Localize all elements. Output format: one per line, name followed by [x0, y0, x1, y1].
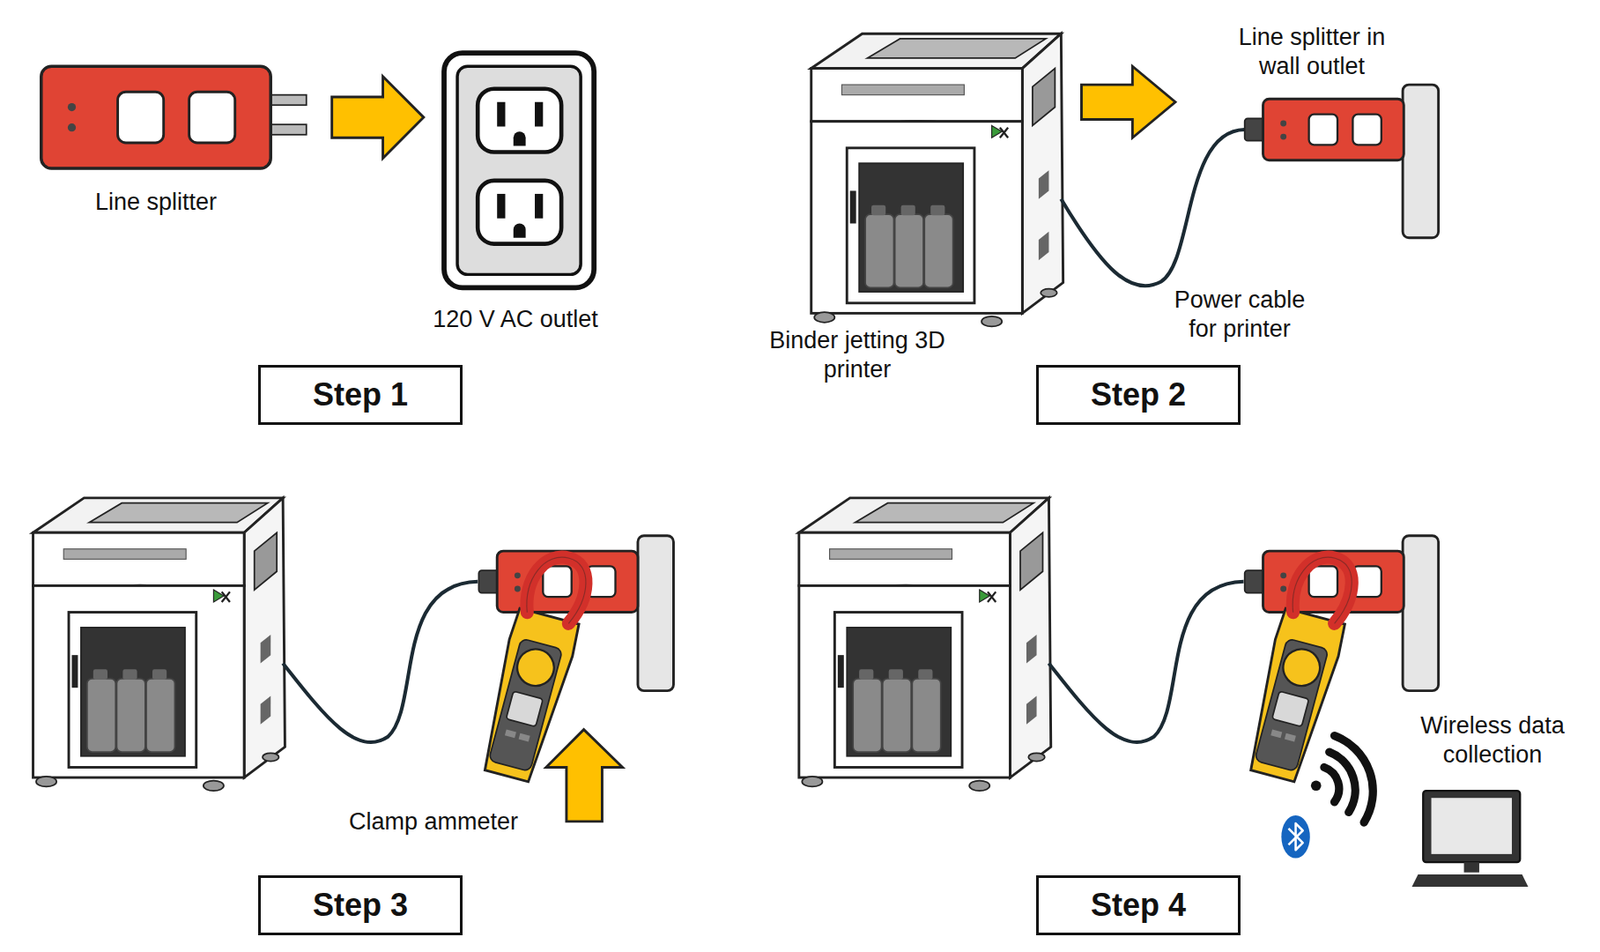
power-cable [1060, 129, 1245, 286]
wall-outlet [534, 193, 543, 219]
computer-icon [1464, 861, 1480, 873]
computer-icon [1412, 790, 1529, 887]
bluetooth-icon [1288, 822, 1303, 850]
wall-outlet [513, 131, 526, 146]
wireless-signal [1311, 735, 1373, 823]
bluetooth-icon [1281, 814, 1310, 859]
step-arrow [332, 76, 424, 159]
wall-outlet [457, 66, 581, 275]
line-splitter-plug [270, 95, 307, 106]
ammeter-drawing [1241, 548, 1363, 784]
wall-plate [1402, 84, 1439, 238]
power-cable [1048, 581, 1244, 742]
wall-outlet [477, 88, 562, 153]
wireless-signal [1329, 751, 1356, 812]
computer-icon [1431, 797, 1512, 854]
wall-outlet [444, 52, 594, 288]
step-title: Step 1 [312, 377, 408, 413]
splitter-drawing [1244, 98, 1405, 160]
step-arrow [1081, 66, 1175, 138]
part-label: 120 V AC outlet [400, 304, 630, 334]
step-arrow [546, 729, 623, 822]
line-splitter-plug [67, 103, 76, 112]
wireless-signal [1324, 766, 1340, 801]
wall-outlet [513, 223, 526, 238]
computer-icon [1412, 874, 1529, 887]
printer-drawing [799, 497, 1052, 791]
printer-drawing [33, 497, 286, 791]
part-label: Wireless data collection [1402, 711, 1584, 770]
wall-outlet [444, 52, 594, 288]
power-cable [282, 581, 478, 742]
step-title: Step 2 [1090, 377, 1186, 413]
line-splitter-plug [41, 66, 271, 169]
bluetooth-icon [1281, 814, 1310, 859]
step-title: Step 4 [1090, 887, 1186, 923]
computer-icon [1422, 790, 1520, 862]
step-box: Step 1 [258, 364, 463, 425]
wall-outlet [477, 180, 562, 245]
line-splitter-plug [189, 91, 236, 143]
part-label: Line splitter in wall outlet [1228, 22, 1396, 82]
wall-outlet [534, 102, 543, 127]
part-label: Line splitter [41, 187, 271, 217]
line-splitter-plug [41, 66, 307, 169]
part-label: Binder jetting 3D printer [767, 325, 949, 385]
wireless-signal [1311, 780, 1322, 792]
wireless-signal [1334, 735, 1374, 823]
step-box: Step 4 [1036, 874, 1241, 935]
step-box: Step 3 [258, 874, 463, 935]
step-title: Step 3 [312, 887, 408, 923]
wall-plate [637, 535, 675, 691]
part-label: Power cable for printer [1158, 285, 1322, 344]
line-splitter-plug [270, 124, 307, 135]
wall-plate [1402, 535, 1439, 691]
part-label: Clamp ammeter [318, 807, 549, 837]
step-box: Step 2 [1036, 364, 1241, 425]
line-splitter-plug [118, 91, 164, 143]
line-splitter-plug [67, 123, 76, 132]
printer-drawing [811, 33, 1064, 326]
wall-outlet [496, 102, 505, 127]
wall-outlet [496, 193, 505, 219]
